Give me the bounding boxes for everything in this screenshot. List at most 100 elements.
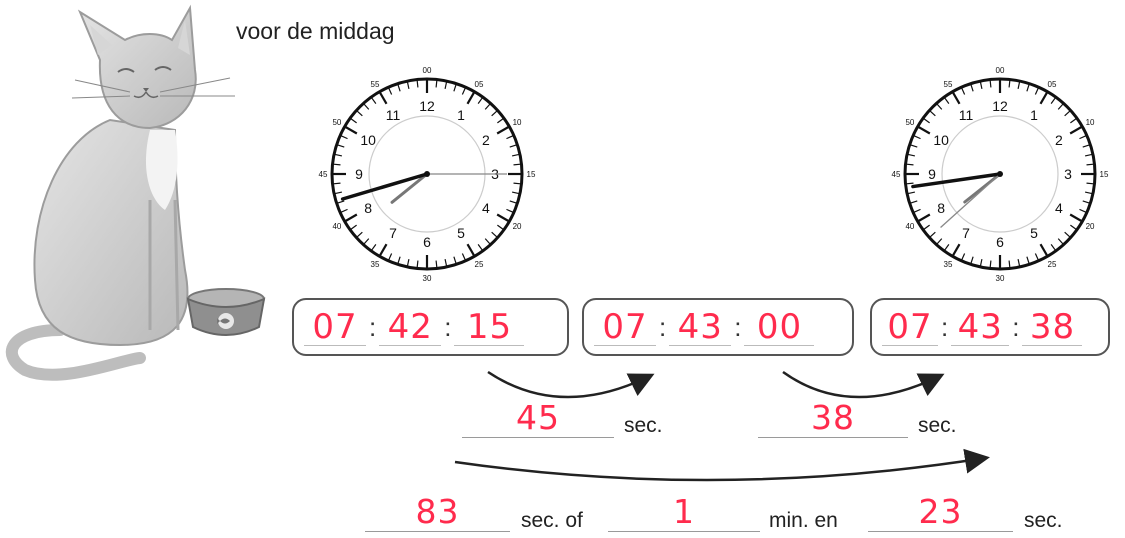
clock-tick [477,244,483,251]
total-rest-seconds-field[interactable]: 23 [868,492,1013,532]
clock-minute-label: 40 [905,222,914,231]
total-seconds-unit: sec. of [521,509,583,532]
total-minutes-field[interactable]: 1 [608,492,760,532]
total-seconds: 83 [415,492,460,531]
clock-tick [989,80,992,88]
clock-tick [979,81,983,90]
minute-hand [340,172,429,201]
total-seconds-field[interactable]: 83 [365,492,510,532]
time-separator: : [444,311,452,342]
clock-minute-label: 55 [944,80,953,89]
clock-tick [345,126,358,135]
clock-tick [1070,118,1077,124]
clock-tick [388,87,393,95]
clock-tick [1039,243,1048,256]
clock-tick [444,81,448,90]
time-3-seconds: 38 [1022,309,1083,346]
clock-tick [970,256,974,264]
clock-inner-ring [941,115,1059,233]
clock-center [424,171,430,177]
time-2-hours: 07 [594,309,656,346]
clock-minute-label: 50 [905,118,914,127]
clock-hour-number: 8 [364,200,372,216]
clock-tick [1064,110,1071,117]
clock-hour-number: 5 [1030,225,1038,241]
clock-tick [371,244,377,251]
clock-tick [1057,103,1064,110]
clock-tick [913,135,921,140]
clock-tick [484,103,491,110]
clock-tick [1034,87,1039,95]
clock-hour-number: 11 [386,107,401,123]
clock-tick [929,110,936,117]
clock-tick [1079,135,1087,140]
clock-tick [1084,191,1093,195]
clock-tick [1050,244,1056,251]
step-1-unit: sec. [624,414,663,437]
clock-tick [397,84,401,92]
clock-tick [910,200,918,204]
clock-tick [477,97,483,104]
clock-tick [936,238,943,245]
clock-center [997,171,1003,177]
clock-tick [406,81,410,90]
clock-tick [379,92,388,105]
time-separator: : [1012,311,1020,342]
clock-tick [497,118,504,124]
time-box-3: 07 : 43 : 38 [870,298,1110,356]
clock-tick [334,191,343,195]
clock-tick [506,135,514,140]
clock-tick [1017,258,1021,267]
clock-minute-label: 15 [1100,170,1109,179]
clock-tick [513,163,521,166]
time-box-2: 07 : 43 : 00 [582,298,854,356]
clock-hour-number: 10 [933,132,949,148]
cat-illustration [5,4,235,381]
clock-tick [509,200,517,204]
total-minutes-unit: min. en [769,509,838,532]
clock-tick [1057,238,1064,245]
clock-tick [923,118,930,124]
hour-hand [390,172,429,204]
clock-tick [936,103,943,110]
clock-tick [350,224,357,230]
clock-tick [333,182,341,185]
clock-tick [961,253,966,261]
minute-hand [911,172,1002,189]
clock-tick [397,256,401,264]
clock-hour-number: 9 [928,166,936,182]
clock-tick [1064,231,1071,238]
clock-tick [356,231,363,238]
clock-tick [497,224,504,230]
clock-tick [906,182,914,185]
clock-hour-number: 2 [482,132,490,148]
clock-tick [491,231,498,238]
clock-tick [918,126,931,135]
clock-tick [923,224,930,230]
time-separator: : [369,311,377,342]
clock-tick [461,253,466,261]
clock-tick [345,213,358,222]
time-1-hours: 07 [304,309,366,346]
clock-hour-number: 3 [1064,166,1072,182]
step-2-answer-field[interactable]: 38 [758,398,908,438]
clock-tick [1079,208,1087,213]
clock-tick [989,260,992,268]
clock-tick [1082,144,1090,148]
step-2-unit: sec. [918,414,957,437]
clock-tick [1084,153,1093,157]
clock-tick [453,84,457,92]
clock-tick [453,256,457,264]
clock-minute-label: 00 [423,66,432,75]
step-1-answer-field[interactable]: 45 [462,398,614,438]
page-title: voor de middag [236,18,395,44]
clock-hour-number: 6 [423,234,431,250]
clock-tick [340,135,348,140]
clock-tick [918,213,931,222]
clock-tick [496,126,509,135]
clock-tick [356,110,363,117]
clock-tick [1082,200,1090,204]
clock-tick [979,258,983,267]
